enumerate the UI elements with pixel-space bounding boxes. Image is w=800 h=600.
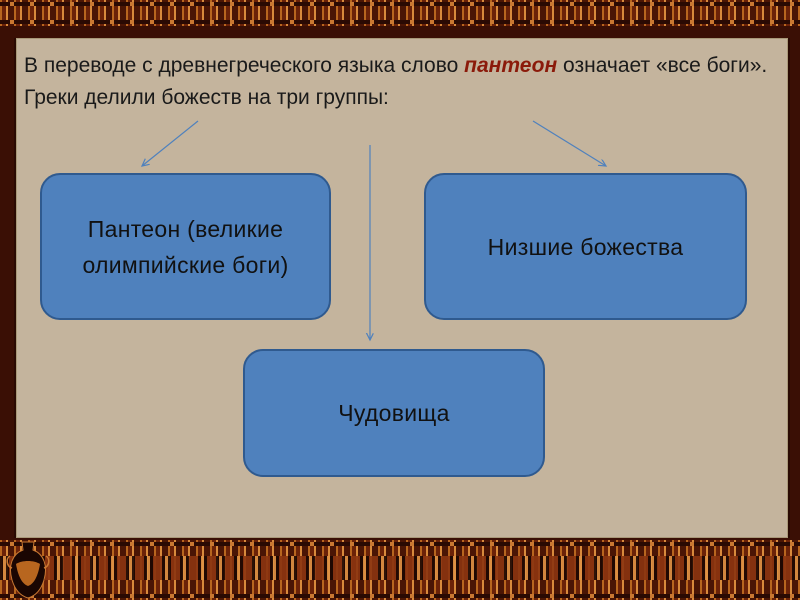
group-label-pantheon: Пантеон (великие олимпийские боги) [82, 215, 289, 278]
group-box-pantheon: Пантеон (великие олимпийские боги) [40, 173, 331, 320]
group-label-monsters: Чудовища [338, 400, 450, 426]
amphora-icon [6, 541, 50, 599]
intro-text-after: означает «все боги». Греки делили божест… [24, 54, 768, 109]
group-box-lower-deities: Низшие божества [424, 173, 747, 320]
group-box-monsters: Чудовища [243, 349, 545, 477]
top-decorative-border [0, 0, 800, 26]
intro-keyword: пантеон [464, 54, 558, 77]
bottom-decorative-border [0, 540, 800, 600]
arrow-to-lower-deities [532, 120, 606, 166]
intro-paragraph: В переводе с древнегреческого языка слов… [24, 50, 774, 114]
meander-pattern [0, 556, 800, 580]
arrow-to-pantheon [142, 120, 199, 166]
intro-text-before: В переводе с древнегреческого языка слов… [24, 54, 465, 77]
group-label-lower-deities: Низшие божества [487, 233, 684, 260]
